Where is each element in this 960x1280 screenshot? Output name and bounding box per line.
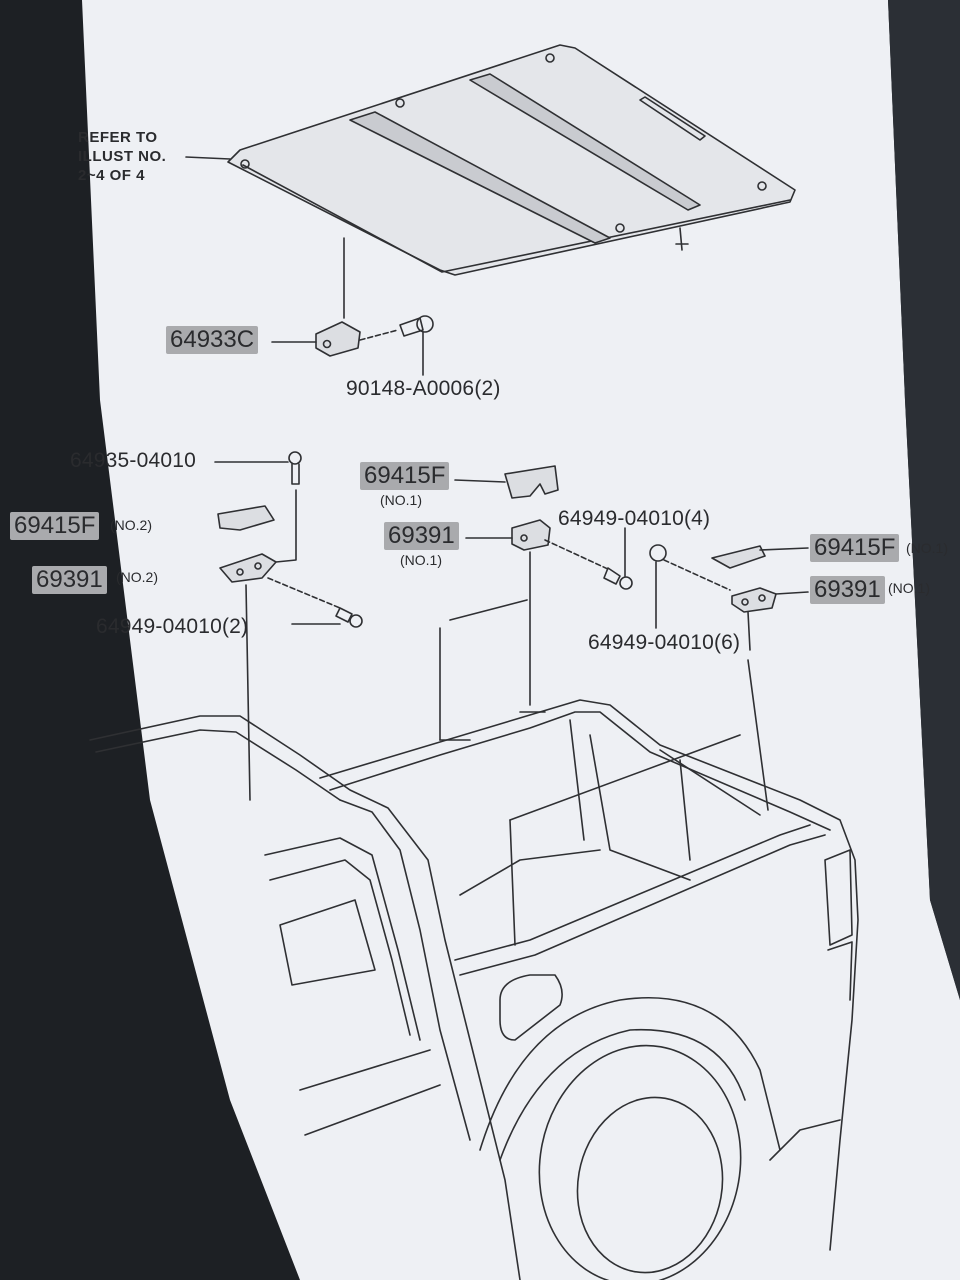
paper-shadow bbox=[888, 0, 960, 1000]
part-label-69391-right: 69391 bbox=[810, 576, 885, 604]
tonneau-cover bbox=[185, 44, 796, 276]
part-label-69391-mid: 69391 bbox=[384, 522, 459, 550]
part-label-69391-left: 69391 bbox=[32, 566, 107, 594]
left-hardware-group bbox=[214, 451, 363, 801]
part-label-64949-left: 64949-04010(2) bbox=[96, 615, 249, 638]
reference-note: REFER TO ILLUST NO. 2~4 OF 4 bbox=[78, 129, 167, 184]
part-label-64949-mid: 64949-04010(4) bbox=[558, 507, 711, 530]
part-label-69415f-mid: 69415F bbox=[360, 462, 450, 490]
part-label-90148: 90148-A0006(2) bbox=[346, 377, 501, 400]
part-label-64949-right: 64949-04010(6) bbox=[588, 631, 741, 654]
rear-bracket-assembly bbox=[271, 237, 434, 376]
part-label-69415f-left: 69415F bbox=[10, 512, 100, 540]
truck-outline bbox=[89, 699, 859, 1280]
part-suffix-69415f-left: (NO.2) bbox=[110, 517, 152, 533]
part-suffix-69391-left: (NO.2) bbox=[116, 569, 158, 585]
part-label-69415f-right: 69415F bbox=[810, 534, 900, 562]
part-suffix-69415f-right: (NO.1) bbox=[906, 540, 948, 556]
part-suffix-69391-right: (NO.1) bbox=[888, 580, 930, 596]
right-hardware-group bbox=[649, 544, 809, 811]
part-label-64935: 64935-04010 bbox=[70, 449, 196, 472]
paper-sheet bbox=[82, 0, 960, 1280]
part-label-64933c: 64933C bbox=[166, 326, 259, 354]
part-suffix-69415f-mid: (NO.1) bbox=[380, 492, 422, 508]
middle-hardware-group bbox=[439, 465, 633, 741]
part-suffix-69391-mid: (NO.1) bbox=[400, 552, 442, 568]
